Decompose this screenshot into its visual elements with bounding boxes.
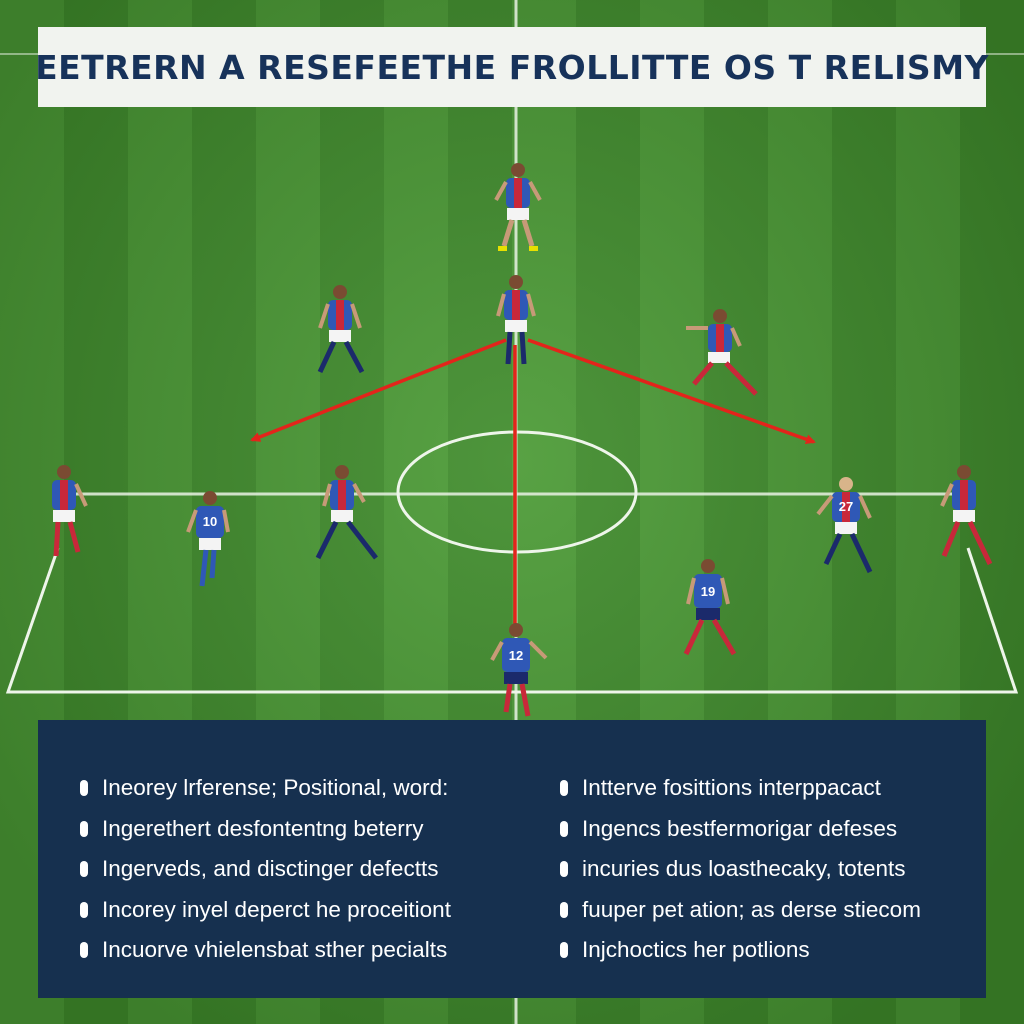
jersey-number: 10 bbox=[203, 514, 217, 529]
player-far-left bbox=[42, 462, 98, 562]
list-item: Ineorey lrferense; Positional, word: bbox=[80, 768, 560, 809]
player-bottom-center: 12 bbox=[488, 620, 548, 720]
list-item: fuuper pet ation; as derse stiecom bbox=[560, 890, 980, 931]
info-column-left: Ineorey lrferense; Positional, word: Ing… bbox=[80, 768, 560, 998]
box-line bbox=[5, 547, 1019, 694]
list-item-text: Injchoctics her potlions bbox=[582, 937, 810, 963]
jersey-number: 27 bbox=[839, 499, 853, 514]
player-center-top bbox=[488, 272, 544, 372]
player-top bbox=[490, 160, 546, 260]
info-panel: Ineorey lrferense; Positional, word: Ing… bbox=[38, 720, 986, 998]
player-right-center: 19 bbox=[680, 556, 737, 656]
bullet-icon bbox=[560, 780, 568, 797]
list-item: Incorey inyel deperct he proceitiont bbox=[80, 890, 560, 931]
list-item-text: Ineorey lrferense; Positional, word: bbox=[102, 775, 449, 801]
bullet-icon bbox=[560, 820, 568, 837]
bullet-icon bbox=[560, 861, 568, 878]
list-item-text: Ingencs bestfermorigar defeses bbox=[582, 815, 898, 841]
jersey-number: 12 bbox=[509, 648, 523, 663]
arrow-left bbox=[250, 338, 507, 442]
bullet-icon bbox=[560, 942, 568, 959]
bullet-icon bbox=[80, 820, 88, 837]
player-far-right bbox=[938, 462, 994, 566]
bullet-icon bbox=[80, 942, 88, 959]
list-item-text: Intterve fosittions interppacact bbox=[582, 775, 881, 801]
list-item: Injchoctics her potlions bbox=[560, 930, 980, 971]
bullet-icon bbox=[80, 861, 88, 878]
player-left-mid: 10 bbox=[182, 488, 238, 588]
list-item: Incuorve vhielensbat sther pecialts bbox=[80, 930, 560, 971]
info-column-right: Intterve fosittions interppacact Ingencs… bbox=[560, 768, 980, 998]
list-item-text: Incuorve vhielensbat sther pecialts bbox=[102, 937, 448, 963]
list-item-text: Incorey inyel deperct he proceitiont bbox=[102, 896, 451, 922]
page-title: EETRERN A RESEFEETHE FROLLITTE OS T RELI… bbox=[35, 47, 989, 87]
player-right-wide: 27 bbox=[816, 474, 874, 574]
player-left-mid-top bbox=[312, 282, 368, 382]
list-item: Ingerveds, and disctinger defectts bbox=[80, 849, 560, 890]
bullet-icon bbox=[560, 901, 568, 918]
list-item: incuries dus loasthecaky, totents bbox=[560, 849, 980, 890]
list-item: Ingerethert desfontentng beterry bbox=[80, 809, 560, 850]
list-item: Intterve fosittions interppacact bbox=[560, 768, 980, 809]
title-banner: EETRERN A RESEFEETHE FROLLITTE OS T RELI… bbox=[35, 27, 989, 107]
list-item-text: incuries dus loasthecaky, totents bbox=[582, 856, 906, 882]
jersey-number: 19 bbox=[701, 584, 715, 599]
bullet-icon bbox=[80, 780, 88, 797]
player-center-left bbox=[314, 462, 378, 562]
bullet-icon bbox=[80, 901, 88, 918]
player-right-runner bbox=[686, 306, 758, 406]
list-item-text: fuuper pet ation; as derse stiecom bbox=[582, 896, 921, 922]
arrow-right bbox=[527, 338, 816, 445]
list-item: Ingencs bestfermorigar defeses bbox=[560, 809, 980, 850]
center-circle bbox=[396, 430, 638, 554]
list-item-text: Ingerethert desfontentng beterry bbox=[102, 815, 424, 841]
list-item-text: Ingerveds, and disctinger defectts bbox=[102, 856, 439, 882]
